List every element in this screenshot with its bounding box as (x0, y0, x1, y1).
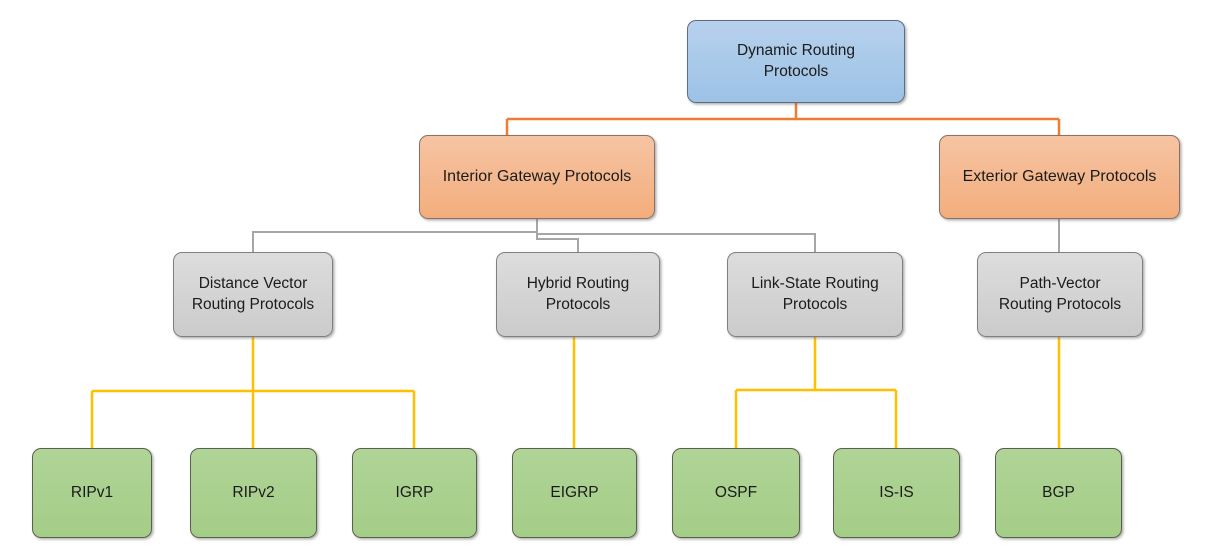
node-label: IS-IS (879, 483, 914, 501)
connector-distance-vector-to-rips (90, 337, 416, 449)
node-label: RIPv1 (70, 483, 114, 501)
connector-link-state-to-ospf-isis (734, 337, 898, 449)
node-label: EIGRP (550, 483, 599, 501)
node-exterior-gateway-protocols: Exterior Gateway Protocols (939, 135, 1180, 219)
node-distance-vector-routing-protocols: Distance Vector Routing Protocols (173, 252, 333, 337)
node-hybrid-routing-protocols: Hybrid Routing Protocols (496, 252, 660, 337)
connector-interior-to-link-state (536, 219, 816, 253)
connector-interior-to-distance-vector (252, 219, 538, 253)
node-label: IGRP (395, 483, 434, 501)
node-label: Dynamic Routing Protocols (736, 42, 856, 80)
node-label: RIPv2 (232, 483, 275, 501)
node-ripv1: RIPv1 (32, 448, 152, 538)
node-link-state-routing-protocols: Link-State Routing Protocols (727, 252, 903, 337)
connector-interior-to-hybrid (536, 219, 579, 253)
node-interior-gateway-protocols: Interior Gateway Protocols (419, 135, 655, 219)
node-label: Interior Gateway Protocols (442, 167, 632, 185)
node-label: Exterior Gateway Protocols (962, 167, 1157, 185)
node-eigrp: EIGRP (512, 448, 637, 538)
node-igrp: IGRP (352, 448, 477, 538)
node-is-is: IS-IS (833, 448, 960, 538)
node-bgp: BGP (995, 448, 1122, 538)
node-label: OSPF (714, 483, 758, 501)
node-label: Distance Vector Routing Protocols (191, 275, 315, 313)
node-ripv2: RIPv2 (190, 448, 317, 538)
connector-root-to-gateways (505, 103, 1061, 136)
node-label: Hybrid Routing Protocols (526, 275, 630, 313)
node-ospf: OSPF (672, 448, 800, 538)
node-label: Link-State Routing Protocols (751, 275, 879, 313)
node-dynamic-routing-protocols: Dynamic Routing Protocols (687, 20, 905, 103)
node-label: Path-Vector Routing Protocols (998, 275, 1122, 313)
node-label: BGP (1042, 483, 1075, 501)
node-path-vector-routing-protocols: Path-Vector Routing Protocols (977, 252, 1143, 337)
